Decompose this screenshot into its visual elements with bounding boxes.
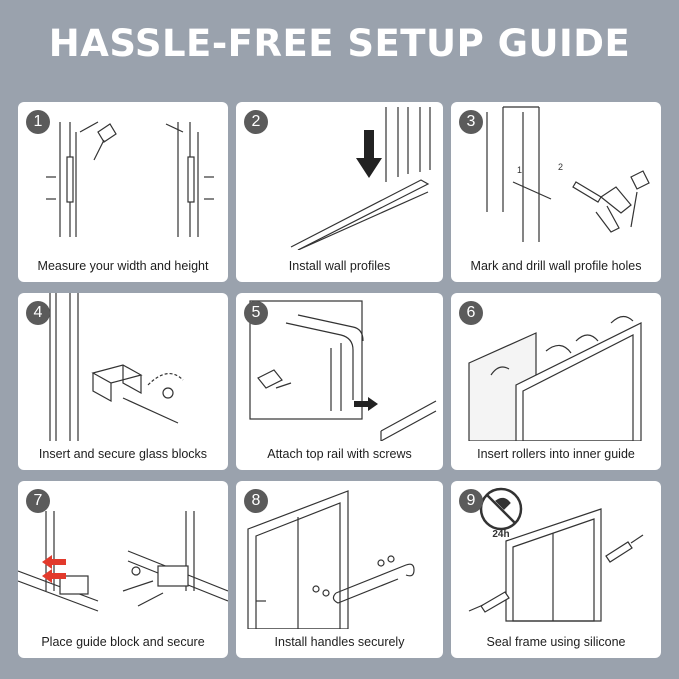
step-number-badge: 1 (26, 110, 50, 134)
step-card-7: 7 Place guide block and secure (18, 481, 228, 658)
step-number-badge: 8 (244, 489, 268, 513)
step-caption: Measure your width and height (37, 259, 209, 273)
step-caption: Install wall profiles (288, 259, 391, 273)
guide-block-illustration (18, 511, 228, 612)
step-caption: Seal frame using silicone (486, 635, 626, 649)
step-number-badge: 5 (244, 301, 268, 325)
step-number-badge: 3 (459, 110, 483, 134)
page-title: HASSLE-FREE SETUP GUIDE (48, 22, 631, 65)
step-card-6: 6 Insert rollers into inner guide (451, 293, 661, 470)
handles-illustration (247, 490, 415, 629)
step-number-badge: 6 (459, 301, 483, 325)
step-number-badge: 9 (459, 489, 483, 513)
step-caption: Place guide block and secure (41, 635, 205, 649)
step-card-1: 1 Measure your width and height (18, 102, 228, 282)
step-number-badge: 4 (26, 301, 50, 325)
silicone-illustration: 24h (468, 487, 644, 622)
step-caption: Mark and drill wall profile holes (470, 259, 642, 273)
rollers-illustration (468, 315, 642, 441)
step-caption: Attach top rail with screws (267, 447, 412, 461)
measure-illustration (46, 121, 214, 237)
step-card-4: 4 Insert and secure glass blocks (18, 293, 228, 470)
step-card-8: 8 Install handles securely (236, 481, 443, 658)
wall-profile-illustration (290, 107, 431, 250)
step-number-badge: 2 (244, 110, 268, 134)
step-number-badge: 7 (26, 489, 50, 513)
glass-block-illustration (49, 293, 184, 441)
step3-label-2: 2 (558, 162, 563, 172)
step-caption: Install handles securely (274, 635, 405, 649)
steps-grid: 1 Measure your width and height 2 (18, 102, 661, 658)
top-rail-illustration (249, 300, 437, 441)
step3-label-1: 1 (517, 165, 522, 175)
step-caption: Insert and secure glass blocks (38, 447, 208, 461)
step-card-5: 5 Attach top rail with screws (236, 293, 443, 470)
step-card-9: 9 24h Seal frame using silicone (451, 481, 661, 658)
step-caption: Insert rollers into inner guide (477, 447, 635, 461)
drill-illustration: 1 2 (486, 106, 650, 242)
step-card-2: 2 Install wall profiles (236, 102, 443, 282)
step-card-3: 3 1 2 Mark and drill wall profile holes (451, 102, 661, 282)
badge-24h: 24h (492, 529, 509, 540)
